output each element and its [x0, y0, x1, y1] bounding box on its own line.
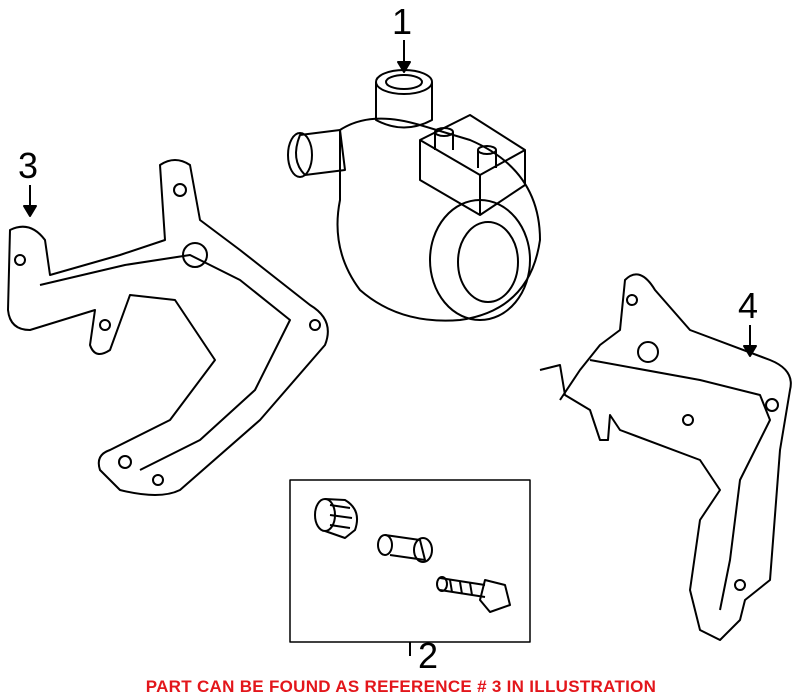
pump-part-1	[287, 69, 541, 322]
hardware-kit-part-2	[289, 479, 531, 643]
callout-arrows	[23, 40, 757, 656]
callout-3: 3	[18, 145, 39, 186]
reference-note: PART CAN BE FOUND AS REFERENCE # 3 IN IL…	[145, 677, 657, 696]
callout-1: 1	[392, 1, 413, 42]
bracket-part-4	[539, 273, 792, 641]
bracket-part-3	[7, 159, 329, 496]
callout-4: 4	[738, 285, 759, 326]
callout-2: 2	[418, 635, 439, 676]
